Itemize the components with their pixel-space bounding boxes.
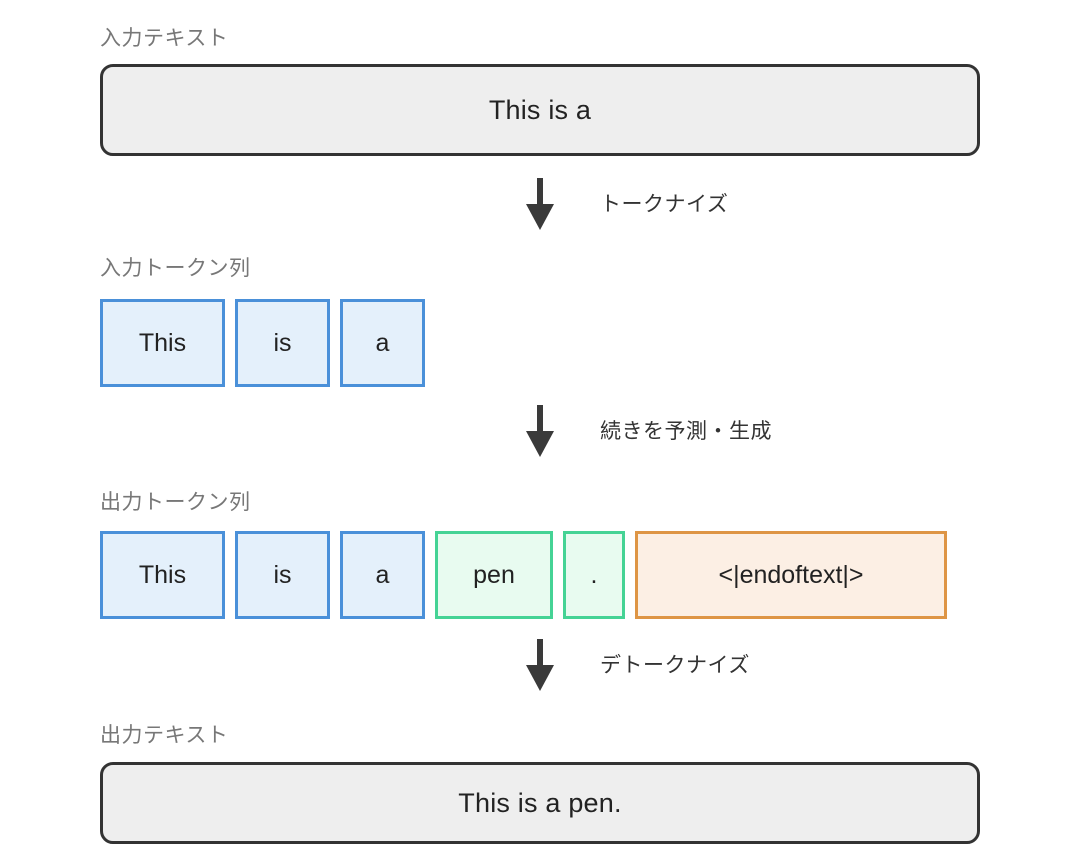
token-label: . — [590, 560, 598, 589]
arrow-group-tokenize: トークナイズ — [100, 178, 980, 238]
input-token-2: a — [340, 299, 425, 387]
input-text-value: This is a — [488, 94, 592, 125]
token-label: This — [138, 560, 187, 589]
arrow-label-generate: 続きを予測・生成 — [600, 420, 772, 443]
arrow-group-detokenize: デトークナイズ — [100, 639, 980, 699]
arrow-label-detokenize: デトークナイズ — [600, 654, 750, 677]
token-label: a — [375, 560, 390, 589]
output-text-box: This is a pen. — [100, 762, 980, 844]
token-label: This — [138, 328, 187, 357]
token-label: is — [273, 328, 292, 357]
output-token-3: pen — [435, 531, 553, 619]
arrow-label-tokenize: トークナイズ — [600, 193, 729, 216]
input-text-box: This is a — [100, 64, 980, 156]
output-token-0: This — [100, 531, 225, 619]
output-token-4: . — [563, 531, 625, 619]
input-text-caption: 入力テキスト — [100, 27, 229, 50]
output-token-5: <|endoftext|> — [635, 531, 947, 619]
input-token-row: This is a — [100, 299, 425, 387]
token-label: a — [375, 328, 390, 357]
token-label: is — [273, 560, 292, 589]
arrow-group-generate: 続きを予測・生成 — [100, 405, 980, 465]
input-tokens-caption: 入力トークン列 — [100, 257, 251, 280]
output-token-2: a — [340, 531, 425, 619]
input-token-0: This — [100, 299, 225, 387]
output-token-1: is — [235, 531, 330, 619]
output-text-value: This is a pen. — [458, 787, 622, 818]
output-token-row: This is a pen. <|endoftext|> — [100, 531, 947, 619]
token-label: <|endoftext|> — [718, 560, 864, 589]
down-arrow-icon — [524, 639, 556, 691]
input-token-1: is — [235, 299, 330, 387]
output-tokens-caption: 出力トークン列 — [100, 491, 251, 514]
token-label: pen — [473, 560, 515, 589]
down-arrow-icon — [524, 178, 556, 230]
output-text-caption: 出力テキスト — [100, 724, 229, 747]
down-arrow-icon — [524, 405, 556, 457]
